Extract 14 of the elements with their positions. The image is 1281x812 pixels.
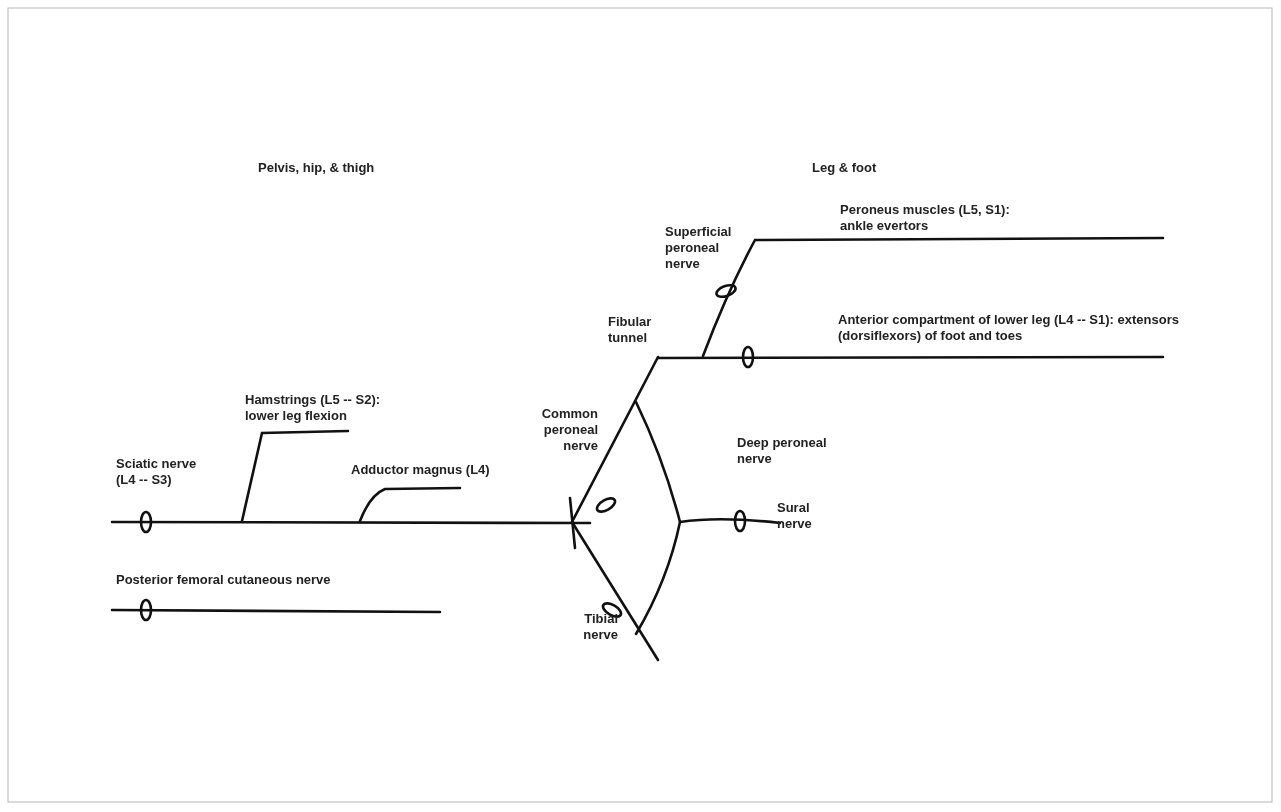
- muscle-label: Hamstrings (L5 -- S2): lower leg flexion: [245, 392, 382, 424]
- nerve-label: Sural nerve: [777, 500, 813, 532]
- anatomy-label: Fibular tunnel: [608, 314, 653, 346]
- muscle-label: Adductor magnus (L4): [351, 462, 491, 478]
- nerve-label: Posterior femoral cutaneous nerve: [116, 572, 332, 588]
- muscle-label: Anterior compartment of lower leg (L4 -- S1): extensors (dorsiflexors) of foot and toes: [838, 312, 1180, 344]
- nerve-label: Common peroneal nerve: [540, 406, 598, 454]
- muscle-label: Peroneus muscles (L5, S1): ankle evertors: [840, 202, 1011, 234]
- region-heading: Leg & foot: [812, 160, 878, 176]
- nerve-label: Deep peroneal nerve: [737, 435, 828, 467]
- nerve-label: Superficial peroneal nerve: [665, 224, 733, 272]
- nerve-label: Tibial nerve: [582, 611, 618, 643]
- region-heading: Pelvis, hip, & thigh: [258, 160, 376, 176]
- nerve-label: Sciatic nerve (L4 -- S3): [116, 456, 198, 488]
